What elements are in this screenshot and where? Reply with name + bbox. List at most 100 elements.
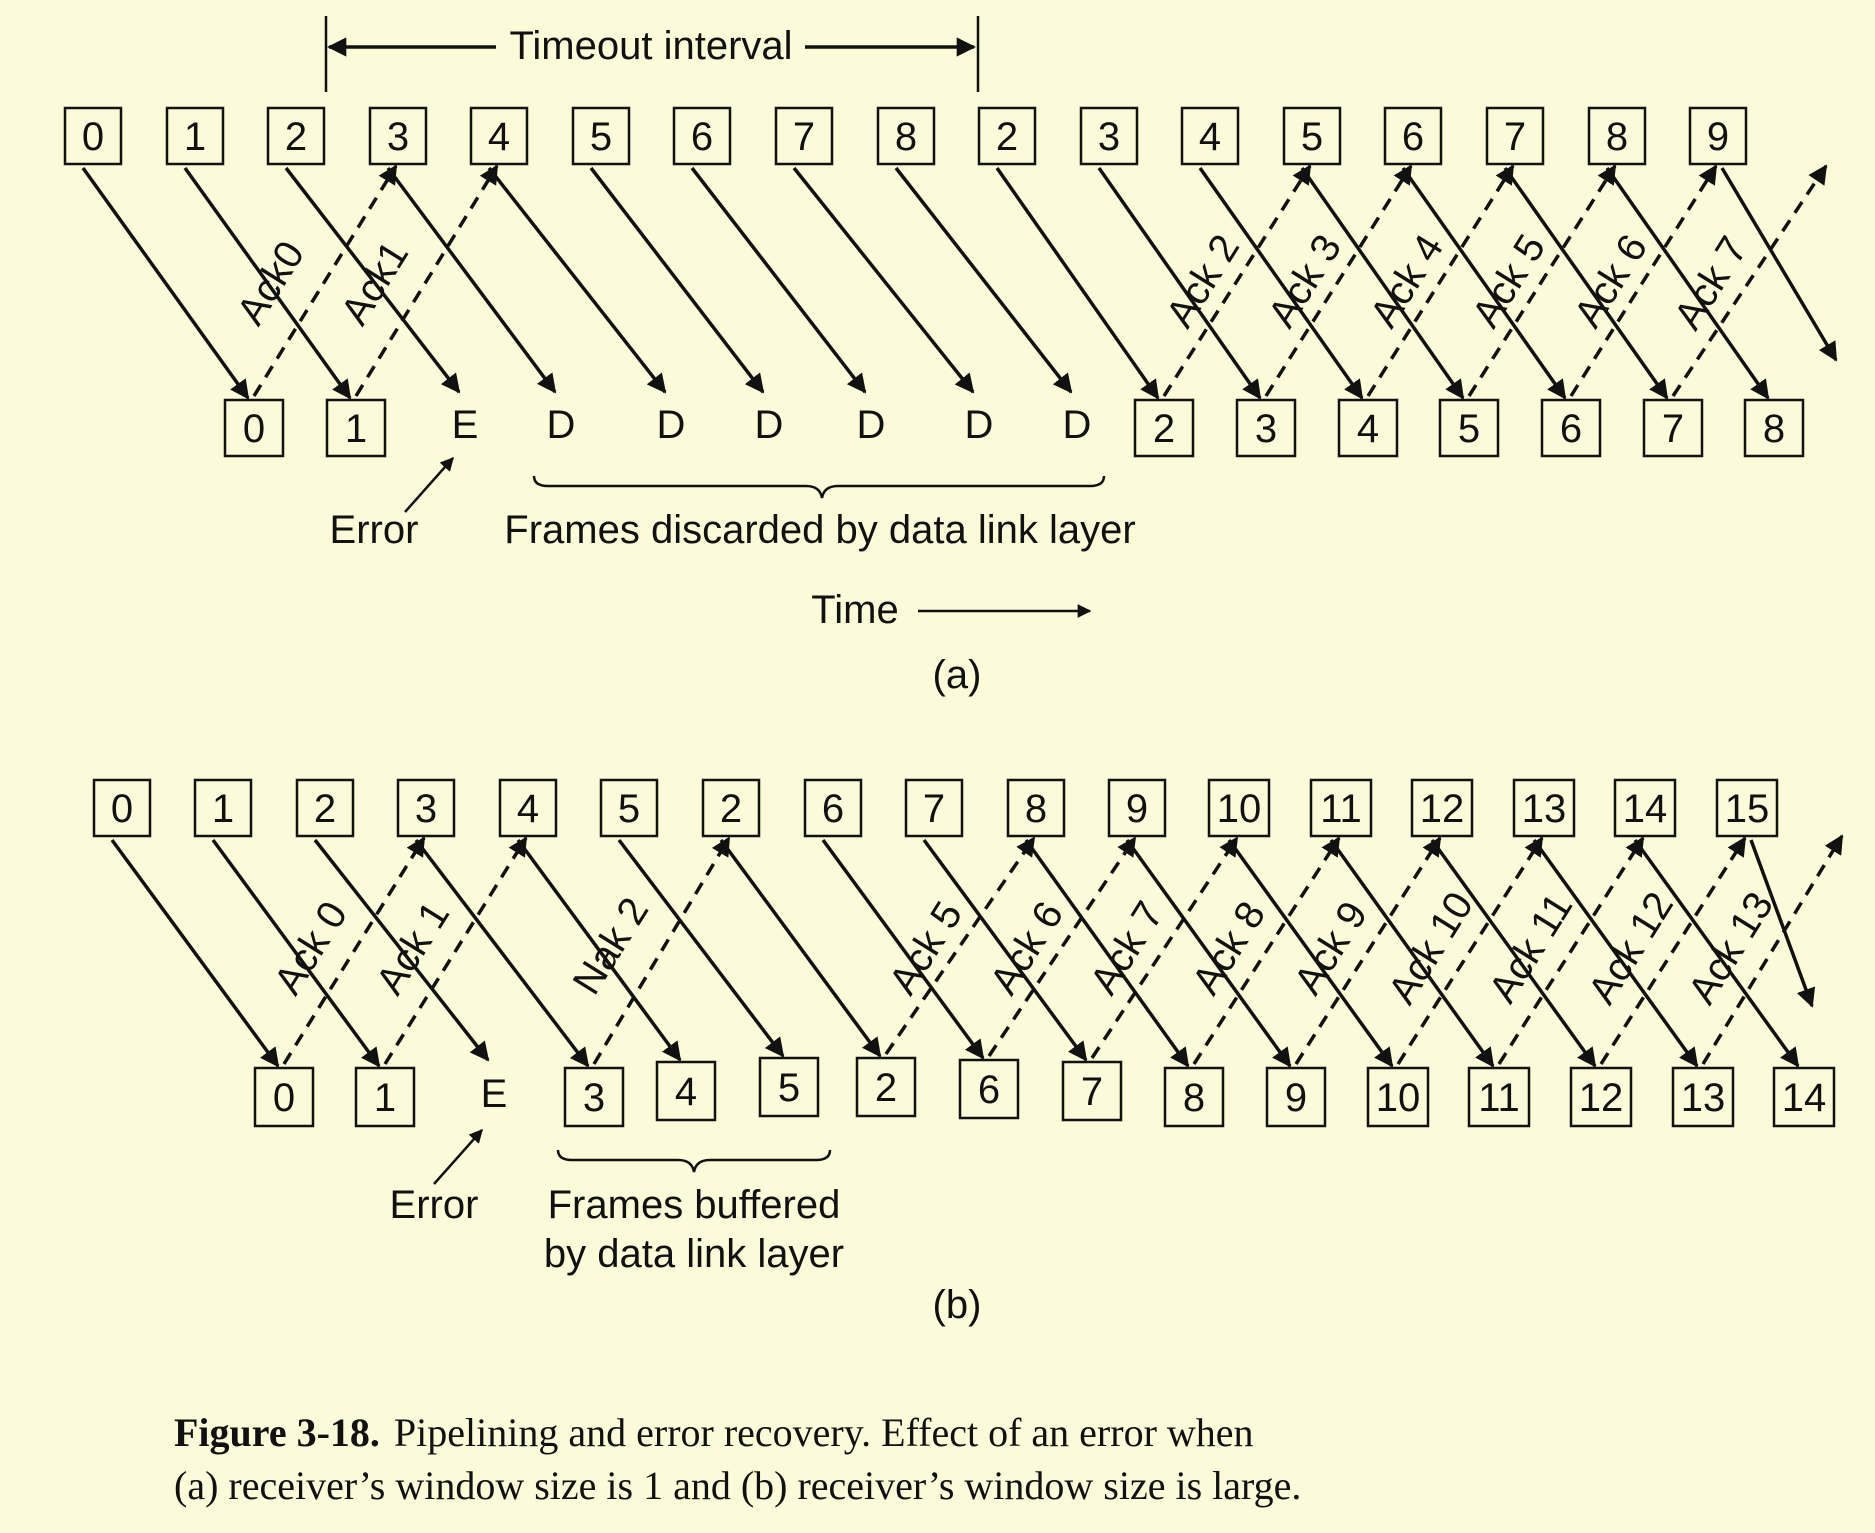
discarded-marker-a: D [857, 403, 886, 447]
ack-arrow-a [1264, 164, 1413, 397]
frame-arrow-a [1605, 166, 1770, 400]
sender-frame-a-label: 4 [1199, 115, 1221, 159]
sender-frame-b-label: 2 [720, 787, 742, 831]
sender-frame-b: 2 [701, 778, 761, 838]
sender-frame-a-box [368, 106, 428, 166]
receiver-frame-a-box [1133, 398, 1195, 458]
receiver-frame-b-label: 4 [675, 1070, 697, 1114]
frame-arrow-b [516, 838, 682, 1062]
sender-frame-a-box [571, 106, 631, 166]
sender-frame-a: 5 [571, 106, 631, 166]
discarded-marker-a: D [547, 403, 576, 447]
frame-arrow-a [792, 166, 975, 394]
receiver-frame-b: 10 [1366, 1066, 1430, 1128]
sublabel-a: (a) [933, 653, 982, 697]
sender-frame-a: 4 [469, 106, 529, 166]
sender-frame-b-box [193, 778, 253, 838]
sender-frame-a: 2 [977, 106, 1037, 166]
receiver-frame-a-box [1642, 398, 1704, 458]
sender-frame-b-label: 10 [1217, 787, 1262, 831]
sender-frame-a-label: 1 [184, 115, 206, 159]
ack-arrows-a [252, 164, 1828, 397]
ack-arrow-b [1701, 834, 1844, 1065]
sender-frame-b: 12 [1410, 778, 1474, 838]
receiver-frame-a-box [325, 398, 387, 458]
frame-arrow-a [183, 166, 352, 400]
ack-arrow-a [1162, 164, 1312, 397]
ack-arrow-a [1569, 164, 1718, 397]
sender-frame-a-box [876, 106, 936, 166]
timeout-interval: Timeout interval [324, 16, 980, 92]
receiver-frame-b-label: 8 [1183, 1076, 1205, 1120]
receiver-frame-b-box [1467, 1066, 1531, 1128]
frame-arrow-b [414, 838, 590, 1068]
ack-label-b: Ack 1 [368, 894, 458, 1002]
receiver-frame-b-label: 2 [875, 1066, 897, 1110]
sender-frame-b: 15 [1715, 778, 1779, 838]
sender-frame-a-box [1587, 106, 1647, 166]
receiver-frame-b-label: 12 [1579, 1076, 1624, 1120]
sender-frame-a-box [1180, 106, 1240, 166]
receiver-frame-b-label: 5 [778, 1066, 800, 1110]
sender-frame-b: 8 [1006, 778, 1066, 838]
frame-arrow-b [1125, 838, 1292, 1068]
receiver-frame-b-box [1163, 1066, 1225, 1128]
frame-arrow-a [487, 166, 667, 394]
discarded-marker-a: D [657, 403, 686, 447]
error-annotation-a: Error [330, 456, 454, 552]
sender-frame-b-label: 9 [1126, 787, 1148, 831]
frame-arrow-b [1227, 838, 1394, 1068]
ack-arrow-a [1366, 164, 1515, 397]
receiver-frame-b-box [1671, 1066, 1735, 1128]
ack-label-b: Ack 10 [1380, 885, 1482, 1012]
sender-frame-a-box [672, 106, 732, 166]
sender-frame-a-label: 7 [793, 115, 815, 159]
sender-frame-a-box [266, 106, 326, 166]
sender-frame-a: 9 [1688, 106, 1748, 166]
frame-arrow-b [110, 838, 280, 1068]
receiver-frame-b-label: 0 [273, 1076, 295, 1120]
receiver-frame-a-label: 8 [1763, 407, 1785, 451]
receiver-frame-b-box [958, 1058, 1020, 1120]
sender-frame-a: 5 [1282, 106, 1342, 166]
receiver-frame-b-box [253, 1066, 315, 1128]
sender-frame-a-label: 7 [1504, 115, 1526, 159]
sender-frame-a-box [1688, 106, 1748, 166]
sender-frame-a-box [165, 106, 225, 166]
frame-arrow-a [1401, 166, 1567, 400]
sender-frame-a: 8 [876, 106, 936, 166]
sender-frame-b-label: 0 [111, 787, 133, 831]
receiver-frame-a: 8 [1743, 398, 1805, 458]
caption-figure-label: Figure 3-18. [174, 1410, 380, 1455]
sender-frame-a: 2 [266, 106, 326, 166]
sender-frame-b-label: 6 [822, 787, 844, 831]
receiver-frame-a: 3 [1235, 398, 1297, 458]
sender-frame-b: 0 [92, 778, 152, 838]
sender-frame-b-label: 1 [212, 787, 234, 831]
ack-arrow-b [1396, 836, 1544, 1065]
frame-arrow-b [1430, 838, 1597, 1068]
discard-brace [532, 475, 1106, 499]
sender-frame-b-box [498, 778, 558, 838]
sender-frame-b-box [92, 778, 152, 838]
frame-arrow-b [313, 838, 490, 1062]
frame-arrow-b [617, 838, 785, 1058]
nak-label-b: Nak 2 [565, 890, 658, 1002]
receiver-frame-b: 3 [563, 1066, 625, 1128]
receiver-frame-a-label: 1 [345, 407, 367, 451]
receiver-frame-b-box [1772, 1066, 1836, 1128]
frame-arrow-b [719, 838, 882, 1058]
caption-line2: (a) receiver’s window size is 1 and (b) … [174, 1463, 1301, 1508]
sender-frame-a-label: 5 [590, 115, 612, 159]
ack-arrow-a [1467, 164, 1617, 397]
frame-arrow-b [1749, 839, 1816, 1008]
receiver-frame-b-box [1366, 1066, 1430, 1128]
frame-arrow-a [1300, 166, 1465, 400]
time-axis: Time [811, 588, 1092, 632]
frame-arrow-a [81, 166, 250, 400]
sender-frame-a-label: 0 [82, 115, 104, 159]
